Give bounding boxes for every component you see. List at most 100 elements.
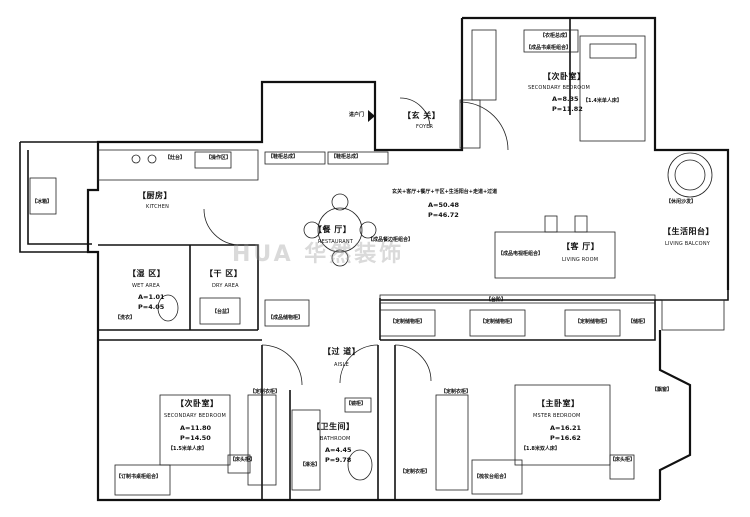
foyer-closet bbox=[459, 99, 481, 149]
balcony-en: LIVING BALCONY bbox=[665, 241, 711, 247]
wall-outline bbox=[658, 330, 692, 500]
fixture-hanging-sofa: 【休闲沙发】 bbox=[666, 199, 697, 205]
pillow-ne bbox=[589, 43, 637, 59]
wardrobe-master bbox=[435, 394, 469, 491]
fixture-tv-cabinet: 【成品电视柜组合】 bbox=[498, 251, 544, 257]
fixture-shoe-2: 【鞋柜总成】 bbox=[331, 154, 362, 160]
aisle-storage bbox=[469, 309, 526, 337]
hanging-chair bbox=[674, 159, 706, 191]
wet-area-title: 【湿 区】 bbox=[128, 269, 166, 278]
kitchen-title: 【厨房】 bbox=[138, 191, 172, 200]
foyer-en: FOYER bbox=[416, 124, 434, 130]
fixture-shoe-1: 【鞋柜总成】 bbox=[268, 154, 299, 160]
hanging-chair bbox=[667, 152, 713, 198]
desk-ne bbox=[523, 29, 579, 53]
fixture-bed-ne: 【1.4米单人床】 bbox=[583, 98, 622, 104]
fixture-prep: 【操作区】 bbox=[206, 155, 232, 161]
bedroom-sw-title: 【次卧室】 bbox=[176, 399, 219, 408]
summary-perimeter: P=46.72 bbox=[428, 211, 459, 219]
door-swing bbox=[339, 344, 379, 384]
master-perimeter: P=16.62 bbox=[550, 434, 581, 442]
chair bbox=[359, 221, 377, 239]
bathroom-en: BATHROOM bbox=[320, 436, 351, 442]
fixture-wardrobe-bath: 【定制衣柜】 bbox=[400, 469, 431, 475]
toilet bbox=[157, 294, 179, 322]
bedroom-sw-perimeter: P=14.50 bbox=[180, 434, 211, 442]
door-swing bbox=[203, 208, 241, 246]
bedroom-ne-title: 【次卧室】 bbox=[543, 72, 586, 81]
watermark: HUA 华然装饰 bbox=[232, 242, 405, 267]
master-en: MSTER BEDROOM bbox=[533, 413, 581, 419]
shoe-cabinet-1 bbox=[264, 151, 326, 165]
stool bbox=[574, 215, 588, 233]
fixture-dresser: 【梳妆台组合】 bbox=[474, 474, 510, 480]
desk-sw bbox=[114, 464, 171, 496]
wardrobe-ne bbox=[471, 29, 497, 101]
bathroom-title: 【卫生间】 bbox=[312, 422, 355, 431]
fixture-fridge: 【冰箱】 bbox=[32, 199, 53, 205]
mirror bbox=[344, 397, 372, 413]
bedroom-sw-area: A=11.80 bbox=[180, 424, 212, 432]
bathroom-area: A=4.45 bbox=[325, 446, 352, 454]
fixture-nightstand-master: 【床头柜】 bbox=[610, 457, 636, 463]
fixture-storage-1: 【定制储物柜】 bbox=[390, 319, 426, 325]
bed-sw bbox=[159, 394, 231, 466]
tv-cabinet bbox=[379, 294, 656, 304]
balcony-rail bbox=[655, 149, 729, 301]
kitchen-en: KITCHEN bbox=[146, 204, 170, 210]
shower bbox=[291, 409, 321, 491]
entry-door-label: 进户门 bbox=[349, 112, 365, 118]
aisle-en: AISLE bbox=[334, 362, 350, 368]
wall-interior bbox=[98, 244, 259, 331]
door-swing bbox=[261, 344, 303, 386]
dining-table bbox=[317, 207, 363, 253]
bathroom-perimeter: P=9.78 bbox=[325, 456, 352, 464]
fixture-desk-sw: 【订制书桌柜组合】 bbox=[116, 474, 162, 480]
door-swing bbox=[394, 344, 432, 382]
bed-ne bbox=[579, 35, 646, 142]
wet-area-perimeter: P=4.05 bbox=[138, 303, 165, 311]
aisle-storage bbox=[564, 309, 621, 337]
bedroom-ne-area: A=8.35 bbox=[552, 95, 579, 103]
aisle-title: 【过 道】 bbox=[323, 347, 361, 356]
aisle-storage bbox=[379, 309, 436, 337]
wall-interior bbox=[261, 345, 396, 500]
fixture-wardrobe-sw: 【定制衣柜】 bbox=[250, 389, 281, 395]
basin bbox=[199, 297, 241, 325]
fixture-dining-cabinet: 【成品餐边柜组合】 bbox=[368, 237, 414, 243]
burner bbox=[131, 154, 141, 164]
door-swing bbox=[399, 97, 431, 129]
entry-arrow bbox=[368, 110, 375, 122]
fixture-nightstand-sw: 【床头柜】 bbox=[230, 457, 256, 463]
stool bbox=[544, 215, 558, 233]
burner bbox=[147, 154, 157, 164]
toilet bbox=[347, 449, 373, 481]
dry-area-en: DRY AREA bbox=[212, 283, 239, 289]
chair bbox=[303, 221, 321, 239]
restaurant-title: 【餐 厅】 bbox=[314, 225, 352, 234]
wall-interior bbox=[98, 298, 656, 341]
bedroom-ne-en: SECONDARY BEDROOM bbox=[528, 85, 590, 91]
counter bbox=[97, 149, 259, 181]
fixture-dry-cabinet: 【成品储物柜】 bbox=[268, 315, 304, 321]
fixture-bay: 【飘窗】 bbox=[652, 387, 673, 393]
bed-master bbox=[514, 384, 611, 466]
fridge bbox=[29, 177, 57, 215]
summary-area: A=50.48 bbox=[428, 201, 460, 209]
fixture-wardrobe-ne: 【衣柜总成】 bbox=[540, 33, 571, 39]
balcony-rail bbox=[19, 141, 98, 253]
master-title: 【主卧室】 bbox=[537, 399, 580, 408]
wet-area-area: A=1.01 bbox=[138, 293, 165, 301]
nightstand-master bbox=[609, 454, 635, 480]
shoe-cabinet-2 bbox=[327, 151, 389, 165]
fixture-mirror: 【镜柜】 bbox=[346, 401, 367, 407]
foyer-title: 【玄 关】 bbox=[403, 111, 441, 120]
dresser bbox=[471, 459, 523, 495]
fixture-desk-ne: 【成品书桌柜组合】 bbox=[526, 45, 572, 51]
chair bbox=[331, 249, 349, 267]
fixture-laundry: 【洗衣】 bbox=[115, 315, 136, 321]
fixture-stove: 【灶台】 bbox=[165, 155, 186, 161]
fixture-wardrobe-master: 【定制衣柜】 bbox=[441, 389, 472, 395]
